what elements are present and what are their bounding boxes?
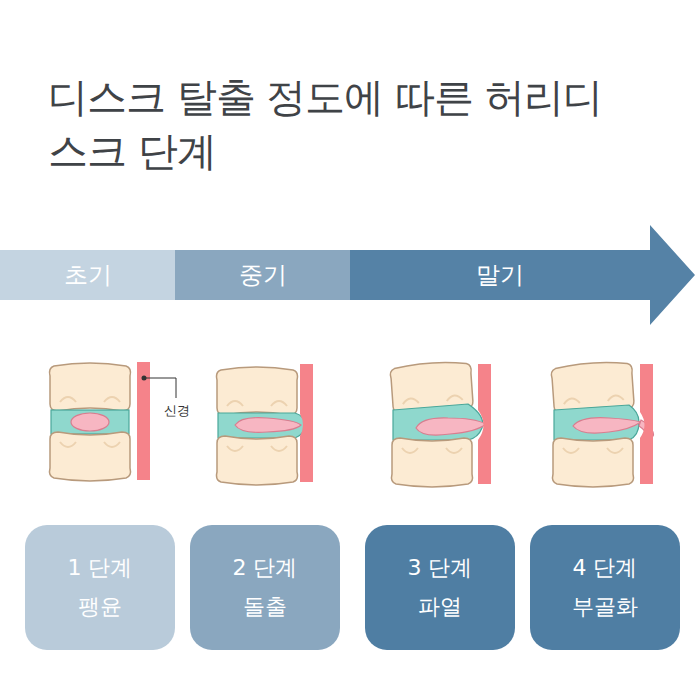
stage-name: 돌출 [243, 594, 287, 620]
phase-band: 초기 [0, 250, 175, 300]
stage-number: 3 단계 [408, 555, 473, 581]
stage1-figure [50, 362, 151, 481]
leader-line [144, 378, 176, 398]
stage-name: 부골화 [572, 594, 638, 620]
stage-name: 파열 [418, 594, 462, 620]
stage-card: 1 단계팽윤 [25, 525, 175, 650]
phase-label: 말기 [476, 259, 524, 291]
part-label: 신경 [162, 402, 192, 420]
title: 디스크 탈출 정도에 따른 허리디스크 단계 [48, 70, 608, 178]
arrow-label-area: 말기 [350, 250, 650, 300]
stage-name: 팽윤 [78, 594, 122, 620]
phase-band: 중기 [175, 250, 350, 300]
stage3-figure [390, 360, 491, 487]
stage-card: 4 단계부골화 [530, 525, 680, 650]
arrow-shape [350, 225, 700, 325]
stage-number: 1 단계 [68, 555, 133, 581]
phase-label: 초기 [64, 261, 112, 290]
stage4-figure [551, 360, 654, 487]
stage-card: 2 단계돌출 [190, 525, 340, 650]
stage-number: 4 단계 [573, 555, 638, 581]
phase-label: 중기 [239, 261, 287, 290]
stage-number: 2 단계 [233, 555, 298, 581]
stage2-figure [217, 364, 314, 485]
phase-arrow: 말기 [350, 225, 700, 325]
stage-card: 3 단계파열 [365, 525, 515, 650]
arrow-polygon [350, 225, 695, 325]
